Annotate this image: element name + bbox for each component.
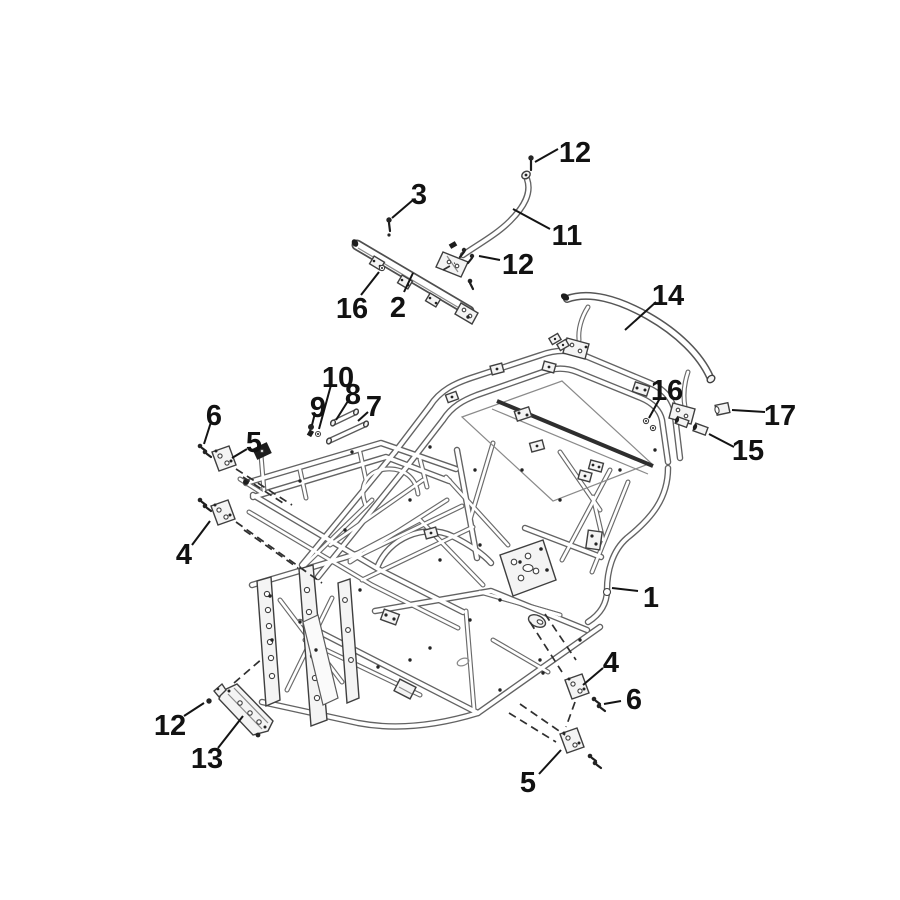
callout-number: 5 — [246, 427, 262, 459]
leader-line — [335, 400, 349, 421]
callout-4: 4 — [176, 520, 211, 571]
part-11-details — [435, 170, 531, 278]
callout-number: 7 — [366, 391, 382, 423]
callout-12: 12 — [154, 702, 205, 742]
callout-number: 6 — [626, 684, 642, 716]
callout-3: 3 — [391, 179, 427, 219]
callout-15: 15 — [708, 433, 764, 467]
callout-number: 9 — [310, 392, 326, 424]
leader-line — [582, 667, 604, 686]
leader-line — [534, 148, 559, 163]
callout-4: 4 — [582, 647, 619, 686]
callout-number: 16 — [651, 375, 683, 407]
leader-line — [217, 715, 244, 749]
leader-line — [318, 384, 332, 430]
callout-12: 12 — [534, 137, 591, 169]
part-12-bolt-bottom-left — [206, 698, 212, 704]
callout-17: 17 — [731, 400, 796, 432]
leader-line — [391, 199, 414, 219]
part-6-screws-right — [591, 696, 607, 713]
callout-number: 10 — [322, 362, 354, 394]
callout-2: 2 — [390, 272, 414, 324]
part-9-fastener — [306, 424, 315, 438]
part-12-bolt-top — [528, 155, 534, 172]
callout-number: 3 — [411, 179, 427, 211]
leader-line — [648, 397, 661, 419]
callout-13: 13 — [191, 715, 244, 775]
leader-line — [403, 272, 414, 293]
callout-10: 10 — [318, 362, 354, 430]
callout-8: 8 — [335, 379, 361, 421]
part-6-screws-left-upper — [197, 443, 213, 459]
part-10-washer — [314, 430, 322, 438]
callout-11: 11 — [512, 208, 583, 252]
callout-number: 17 — [764, 400, 796, 432]
leader-line — [203, 421, 212, 445]
leader-line — [231, 448, 248, 459]
callout-7: 7 — [357, 391, 382, 423]
part-13-brace — [213, 682, 274, 738]
callout-16: 16 — [336, 271, 380, 325]
leader-line — [311, 412, 316, 426]
alignment-dashes — [233, 468, 577, 743]
callout-number: 15 — [732, 435, 764, 467]
part-5-clamp-right — [559, 727, 603, 770]
callout-number: 11 — [552, 220, 583, 252]
callout-5: 5 — [520, 749, 562, 799]
callout-1: 1 — [611, 582, 659, 614]
part-4-clamp-right — [564, 673, 590, 700]
callout-9: 9 — [310, 392, 326, 426]
callout-number: 6 — [206, 400, 222, 432]
leader-line — [603, 700, 622, 705]
main-frame-details — [243, 360, 657, 727]
leader-line — [538, 749, 562, 775]
part-15-bolts — [674, 415, 709, 437]
callout-number: 12 — [502, 249, 534, 281]
part-16-washer-left — [378, 264, 386, 272]
leader-line — [360, 271, 380, 296]
rod-end-caps — [325, 408, 370, 445]
callout-14: 14 — [624, 280, 684, 331]
callout-number: 5 — [520, 767, 536, 799]
leader-line — [731, 409, 766, 413]
callout-number: 2 — [390, 292, 406, 324]
part-17-spacer — [714, 401, 731, 416]
callout-number: 13 — [191, 743, 223, 775]
callout-number: 8 — [345, 379, 361, 411]
callout-number: 16 — [336, 293, 368, 325]
callout-number: 12 — [154, 710, 186, 742]
callout-6: 6 — [203, 400, 222, 445]
callout-number: 12 — [559, 137, 591, 169]
part-4-clamp-left — [197, 497, 236, 526]
leader-line — [708, 433, 735, 448]
leader-line — [478, 255, 501, 261]
leader-line — [512, 208, 551, 230]
part-16-nuts-right — [642, 417, 657, 432]
callout-5: 5 — [231, 427, 262, 459]
leader-line — [357, 411, 369, 422]
callout-number: 4 — [176, 539, 192, 571]
part-12-screws-middle — [442, 247, 475, 271]
part-3-bolt — [386, 217, 392, 237]
callout-number: 14 — [652, 280, 684, 312]
callout-12: 12 — [478, 249, 534, 281]
callout-16: 16 — [648, 375, 683, 419]
callout-6: 6 — [603, 684, 642, 716]
leader-line — [183, 702, 205, 717]
callout-number: 4 — [603, 647, 619, 679]
leader-line — [611, 587, 639, 592]
leader-line — [191, 520, 211, 546]
callout-number: 1 — [643, 582, 659, 614]
part-5-clamp-left — [211, 445, 237, 472]
part-2-details — [351, 239, 479, 325]
leader-line — [624, 301, 657, 331]
